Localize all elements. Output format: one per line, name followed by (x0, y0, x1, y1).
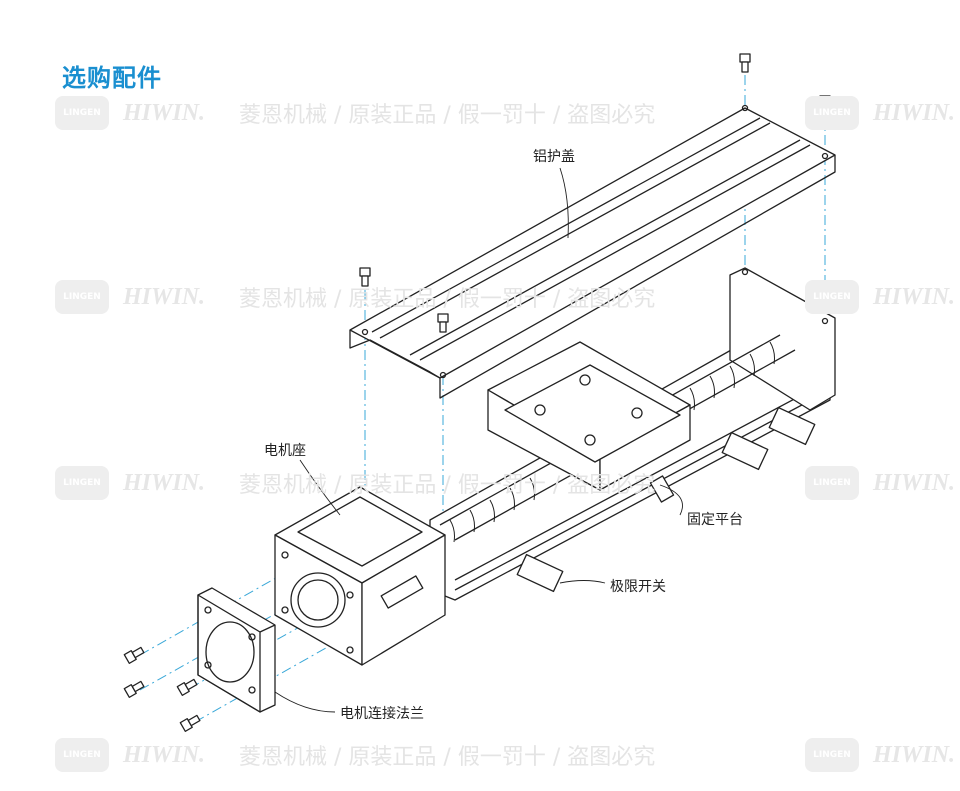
watermark: LINGEN HIWIN. (805, 738, 955, 772)
watermark: LINGEN HIWIN. (805, 96, 955, 130)
label-motor-flange: 电机连接法兰 (340, 706, 424, 722)
watermark-brand: HIWIN. (873, 283, 956, 310)
watermark-logo: LINGEN (55, 738, 109, 772)
watermark: LINGEN HIWIN. (805, 280, 955, 314)
watermark-brand: HIWIN. (123, 99, 206, 126)
label-motor-seat: 电机座 (264, 443, 306, 459)
watermark: LINGEN HIWIN. (805, 466, 955, 500)
watermark-brand: HIWIN. (123, 741, 206, 768)
label-aluminum-cover: 铝护盖 (533, 149, 575, 165)
watermark-brand: HIWIN. (873, 469, 956, 496)
watermark-logo: LINGEN (55, 280, 109, 314)
watermark-text: 菱恩机械 / 原装正品 / 假一罚十 / 盗图必究 (239, 745, 656, 770)
fixed-platform (487, 341, 691, 503)
motor-seat (274, 486, 446, 666)
watermark-brand: HIWIN. (873, 741, 956, 768)
watermark-logo: LINGEN (55, 466, 109, 500)
watermark-brand: HIWIN. (873, 99, 956, 126)
watermark: LINGEN HIWIN. 菱恩机械 / 原装正品 / 假一罚十 / 盗图必究 (55, 466, 655, 500)
watermark-brand: HIWIN. (123, 283, 206, 310)
watermark-text: 菱恩机械 / 原装正品 / 假一罚十 / 盗图必究 (239, 287, 656, 312)
limit-switches (516, 406, 816, 593)
watermark-text: 菱恩机械 / 原装正品 / 假一罚十 / 盗图必究 (239, 103, 656, 128)
screws (123, 53, 831, 732)
page-title: 选购配件 (62, 64, 162, 92)
watermark-logo: LINGEN (55, 96, 109, 130)
motor-flange (197, 587, 276, 713)
watermark: LINGEN HIWIN. 菱恩机械 / 原装正品 / 假一罚十 / 盗图必究 (55, 738, 655, 772)
watermark-logo: LINGEN (805, 280, 859, 314)
watermark-logo: LINGEN (805, 466, 859, 500)
watermark: LINGEN HIWIN. 菱恩机械 / 原装正品 / 假一罚十 / 盗图必究 (55, 280, 655, 314)
watermark-logo: LINGEN (805, 96, 859, 130)
leader-lines (274, 167, 683, 713)
aluminum-cover (349, 104, 836, 399)
watermark-brand: HIWIN. (123, 469, 206, 496)
label-fixed-platform: 固定平台 (687, 512, 743, 528)
watermark-text: 菱恩机械 / 原装正品 / 假一罚十 / 盗图必究 (239, 473, 656, 498)
label-limit-switch: 极限开关 (610, 579, 666, 595)
watermark-logo: LINGEN (805, 738, 859, 772)
watermark: LINGEN HIWIN. 菱恩机械 / 原装正品 / 假一罚十 / 盗图必究 (55, 96, 655, 130)
